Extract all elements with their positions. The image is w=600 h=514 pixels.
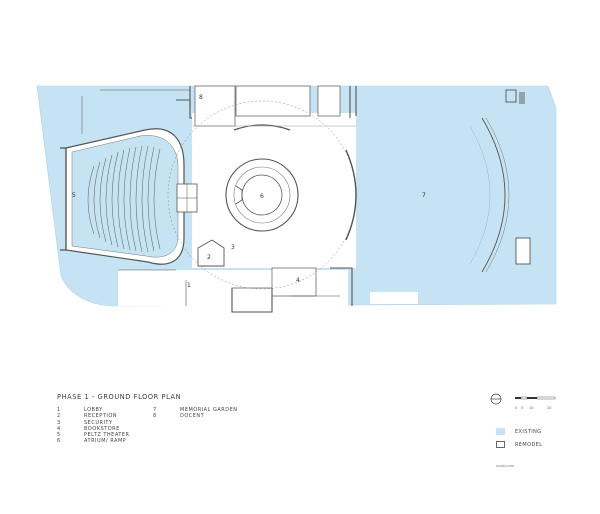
scale-segments: [515, 396, 556, 400]
remodel-swatch: [496, 441, 505, 448]
room-label-6: 6: [260, 193, 264, 200]
garden: [469, 89, 531, 273]
key-remodel: REMODEL: [496, 441, 542, 448]
scale-tick-label: 10: [529, 406, 534, 410]
room-label-8: 8: [199, 94, 203, 101]
key-existing: EXISTING: [496, 428, 542, 435]
room-label-7: 7: [422, 192, 426, 199]
scale-tick-label: 5: [521, 406, 524, 410]
theater: [60, 128, 198, 265]
scale-bar: [490, 393, 556, 405]
atrium: [167, 100, 357, 290]
room-label-3: 3: [231, 244, 235, 251]
room-label-5: 5: [72, 192, 76, 199]
credit-text: sudo.com: [496, 463, 515, 468]
room-label-2: 2: [207, 254, 211, 261]
remodel-label: REMODEL: [515, 441, 543, 448]
scale-tick-label: 20: [547, 406, 552, 410]
walls: [81, 86, 357, 313]
existing-label: EXISTING: [515, 428, 542, 435]
scale-labels: 0 5 10 20: [515, 406, 585, 412]
existing-swatch: [496, 428, 505, 435]
room-label-1: 1: [187, 282, 191, 289]
scale-tick-label: 0: [515, 406, 518, 410]
room-labels: 1 2 3 4 5 6 7 8: [72, 94, 426, 289]
room-label-4: 4: [296, 277, 300, 284]
floor-plan: 1 2 3 4 5 6 7 8: [36, 85, 557, 313]
remodel-zones: [118, 85, 418, 313]
plan-title: PHASE 1 - GROUND FLOOR PLAN: [57, 393, 182, 401]
